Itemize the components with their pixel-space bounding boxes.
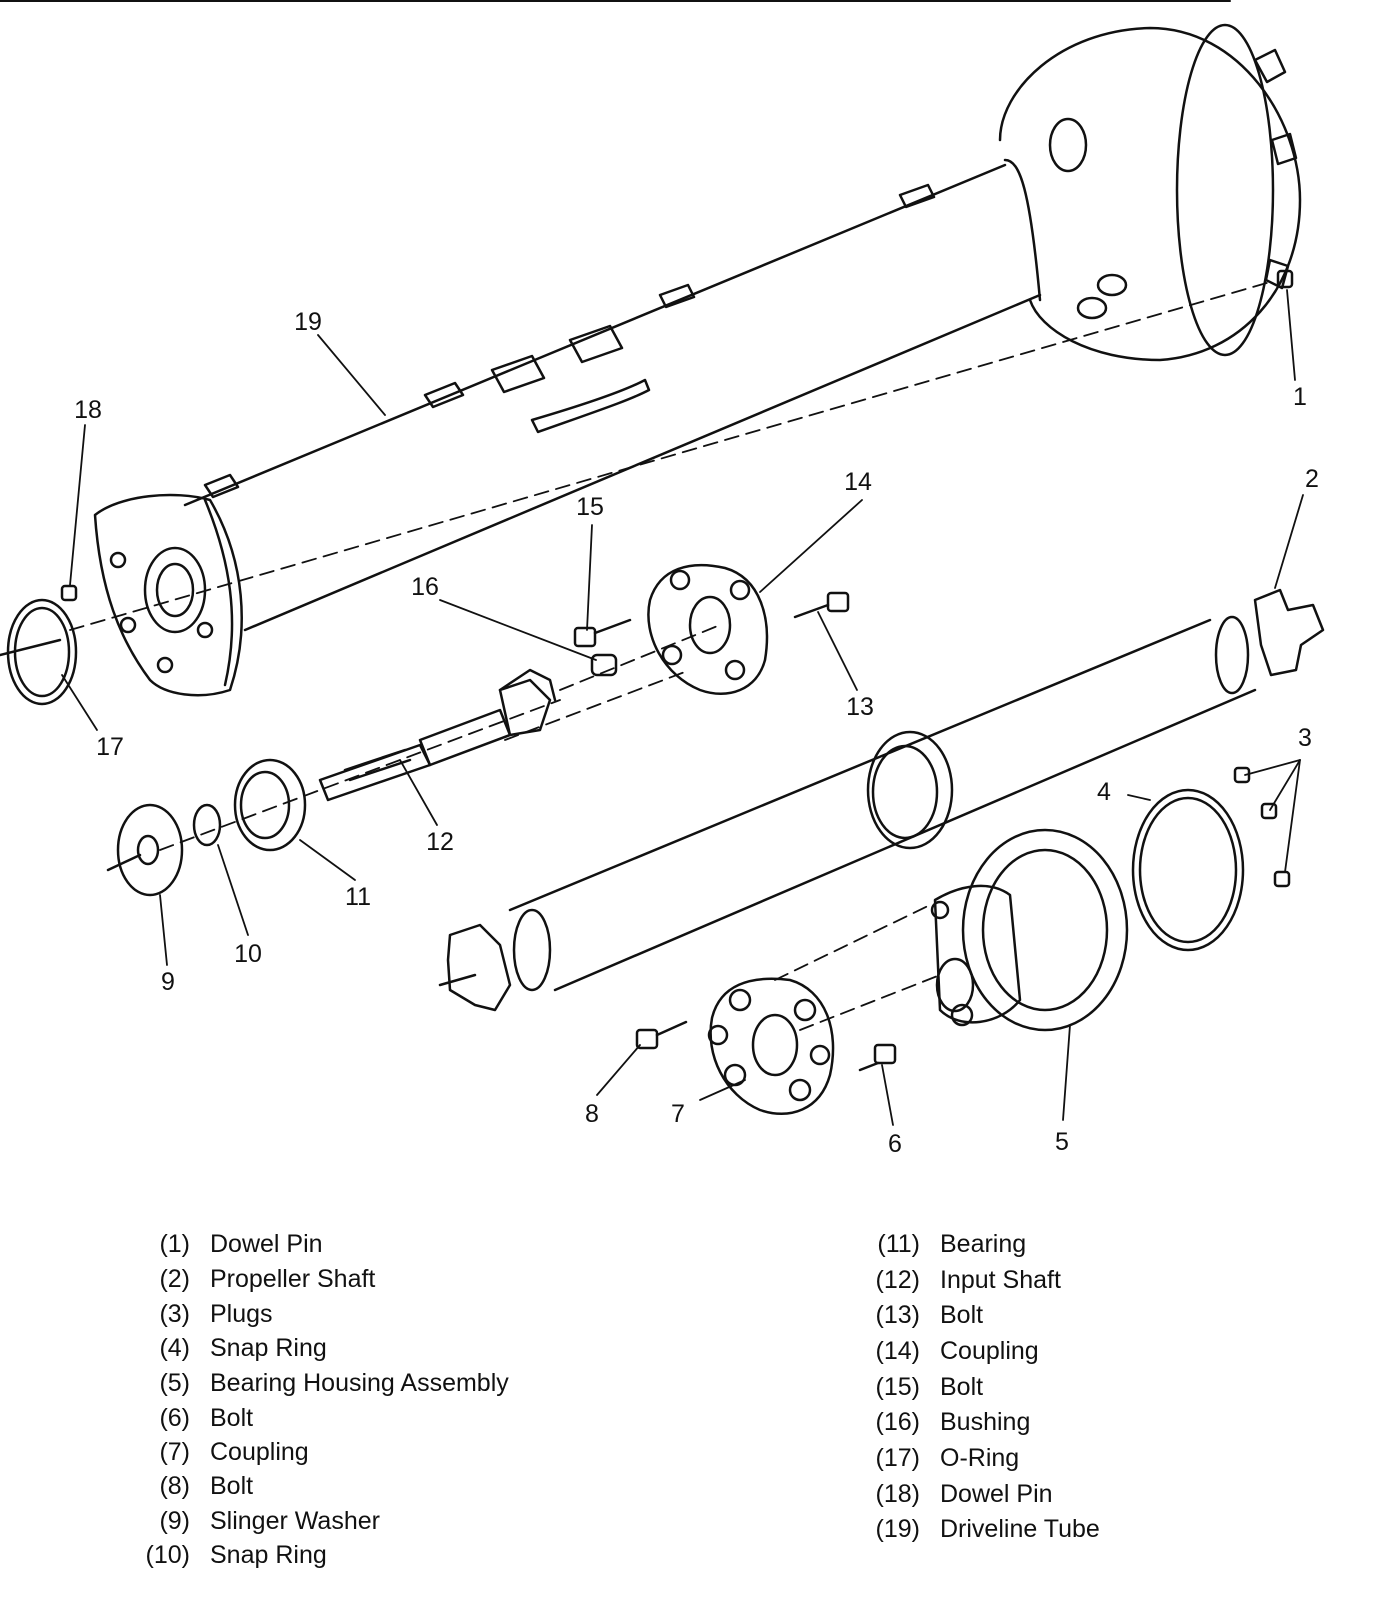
callout-18: 18	[74, 396, 102, 424]
callout-9: 9	[161, 968, 175, 996]
bolt-part-13	[793, 591, 850, 619]
legend-number: (15)	[875, 1373, 920, 1401]
legend-number: (14)	[875, 1337, 920, 1365]
snap-ring-part-10	[192, 803, 222, 847]
legend-label: Coupling	[940, 1337, 1039, 1365]
bearing-part	[233, 758, 307, 852]
callout-5: 5	[1055, 1128, 1069, 1156]
legend-label: Bushing	[940, 1408, 1031, 1436]
dowel-pin-part-18	[60, 584, 78, 602]
driveline-tube-part	[93, 23, 1302, 697]
legend-label: Bearing	[940, 1230, 1027, 1258]
bolt-part-15	[573, 618, 632, 648]
legend-label: Coupling	[210, 1438, 309, 1466]
legend-number: (4)	[159, 1334, 190, 1362]
callout-11: 11	[345, 883, 371, 911]
callout-10: 10	[234, 940, 262, 968]
legend-label: O-Ring	[940, 1444, 1020, 1472]
callout-19: 19	[294, 308, 322, 336]
legend-number: (7)	[159, 1438, 190, 1466]
legend-number: (19)	[875, 1515, 920, 1543]
legend-number: (9)	[159, 1507, 190, 1535]
callout-12: 12	[426, 828, 454, 856]
coupling-part-14	[647, 563, 769, 695]
legend-label: Bolt	[940, 1301, 984, 1329]
legend-number: (3)	[159, 1300, 190, 1328]
legend-number: (8)	[159, 1472, 190, 1500]
legend-number: (2)	[159, 1265, 190, 1293]
propeller-shaft-part	[438, 588, 1325, 1012]
exploded-view-diagram: 1 2 3 4 5 6 7 8 9 10 11 12 13 14 15 16 1…	[0, 0, 1325, 1158]
callout-1: 1	[1293, 383, 1307, 411]
legend-label: Bolt	[940, 1373, 984, 1401]
legend-label: Snap Ring	[210, 1334, 327, 1362]
snap-ring-part-4	[1131, 788, 1245, 952]
bearing-housing-part	[930, 828, 1129, 1032]
callout-6: 6	[888, 1130, 902, 1158]
legend-number: (12)	[875, 1266, 920, 1294]
legend-number: (1)	[159, 1230, 190, 1258]
legend-number: (10)	[145, 1541, 190, 1569]
legend-number: (18)	[875, 1480, 920, 1508]
legend-label: Plugs	[210, 1300, 273, 1328]
coupling-part-7	[707, 977, 835, 1115]
callout-15: 15	[576, 493, 604, 521]
callout-3: 3	[1298, 724, 1312, 752]
dowel-pin-part-1	[1276, 269, 1294, 289]
callout-4: 4	[1097, 778, 1111, 806]
callout-17: 17	[96, 733, 124, 761]
callout-13: 13	[846, 693, 874, 721]
slinger-washer-part	[106, 803, 184, 897]
legend-label: Dowel Pin	[210, 1230, 323, 1258]
callout-8: 8	[585, 1100, 599, 1128]
bushing-part	[590, 653, 618, 677]
legend-number: (16)	[875, 1408, 920, 1436]
input-shaft-part	[318, 668, 557, 802]
legend-label: Bolt	[210, 1472, 254, 1500]
legend-number: (13)	[875, 1301, 920, 1329]
legend-label: Slinger Washer	[210, 1507, 380, 1535]
legend-number: (11)	[877, 1230, 920, 1258]
legend-label: Snap Ring	[210, 1541, 327, 1569]
callout-2: 2	[1305, 465, 1319, 493]
legend-label: Driveline Tube	[940, 1515, 1100, 1543]
bolt-part-8	[635, 1020, 688, 1050]
callout-7: 7	[671, 1100, 685, 1128]
plugs-part	[1233, 766, 1291, 888]
bolt-part-6	[858, 1043, 897, 1072]
legend-number: (5)	[159, 1369, 190, 1397]
legend-label: Dowel Pin	[940, 1480, 1053, 1508]
legend-label: Bearing Housing Assembly	[210, 1369, 509, 1397]
legend-label: Bolt	[210, 1404, 254, 1432]
o-ring-part	[0, 598, 78, 706]
legend-label: Input Shaft	[940, 1266, 1061, 1294]
callout-14: 14	[844, 468, 872, 496]
legend-number: (6)	[159, 1404, 190, 1432]
legend-label: Propeller Shaft	[210, 1265, 376, 1293]
legend-number: (17)	[875, 1444, 920, 1472]
callout-16: 16	[411, 573, 439, 601]
parts-legend: (1) Dowel Pin (2) Propeller Shaft (3) Plugs…	[0, 1230, 1392, 1610]
